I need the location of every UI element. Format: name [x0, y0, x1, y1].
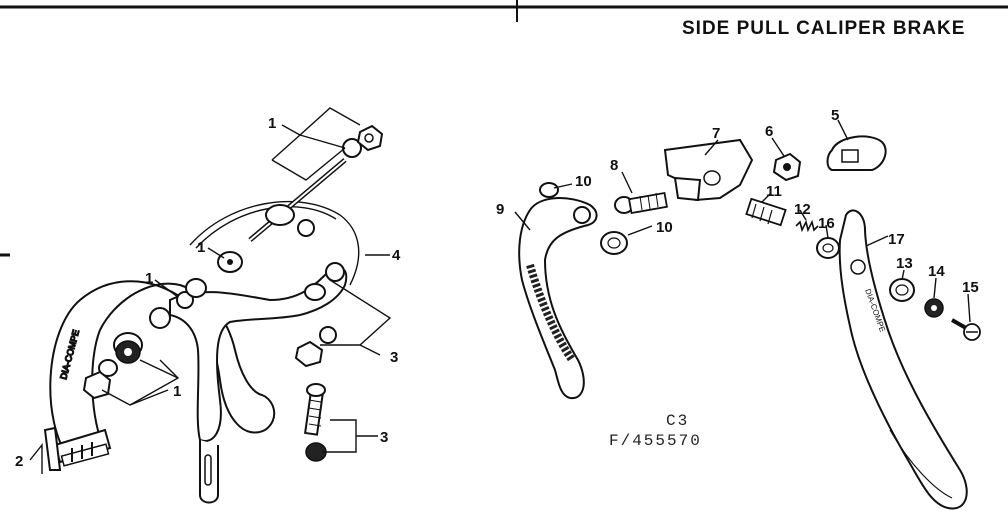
left-leader-lines: [29, 107, 392, 474]
bushing-10-top: [539, 182, 559, 198]
callout-17: 17: [888, 231, 905, 248]
callout-1: 1: [197, 239, 205, 256]
callout-3: 3: [390, 349, 398, 366]
callout-5: 5: [831, 107, 839, 124]
callout-2: 2: [15, 453, 23, 470]
callout-8: 8: [610, 157, 618, 174]
callout-15: 15: [962, 279, 979, 296]
screw-8: [614, 191, 668, 215]
arm-washer-2: [176, 291, 194, 309]
callout-6: 6: [765, 123, 773, 140]
callout-16: 16: [818, 215, 835, 232]
callout-1: 1: [268, 115, 276, 132]
clamp-nut: [294, 340, 324, 368]
brake-cable-arc: [189, 200, 360, 286]
caliper-assembly: DIA-COMPE: [43, 124, 384, 504]
fixing-bolt: [304, 390, 324, 436]
lever-pivot-hole: [573, 206, 591, 224]
callout-12: 12: [794, 201, 811, 218]
callout-7: 7: [712, 125, 720, 142]
brake-lever-9: [518, 197, 598, 400]
figure-number: F/455570: [609, 432, 702, 450]
callout-10: 10: [575, 173, 592, 190]
screw-15: [951, 318, 981, 341]
callout-10: 10: [656, 219, 673, 236]
diagram-code: C3: [666, 412, 690, 430]
right-leader-lines: [514, 119, 971, 323]
brake-shoe: [43, 426, 112, 471]
callout-9: 9: [496, 201, 504, 218]
callout-labels: 1 1 1 1 2 3 3 4 5 6 7 8 9 10 10 11 12 13…: [15, 107, 979, 470]
callout-1: 1: [173, 383, 181, 400]
arm-washer: [149, 307, 171, 329]
adjuster-11: [745, 197, 787, 227]
callout-3: 3: [380, 429, 388, 446]
bolt-washer: [265, 204, 295, 226]
clamp-washer: [319, 326, 337, 344]
callout-14: 14: [928, 263, 945, 280]
small-washer: [98, 359, 118, 377]
anchor-bolt-head: [304, 283, 326, 301]
callout-13: 13: [896, 255, 913, 272]
diagram-title: SIDE PULL CALIPER BRAKE: [682, 18, 966, 39]
callout-4: 4: [392, 247, 401, 264]
anchor-washer: [325, 262, 345, 282]
inner-caliper-arm: [169, 266, 348, 442]
lever-assembly: DIA-COMPE: [518, 135, 981, 510]
brake-lever-17: [838, 209, 968, 510]
callout-11: 11: [766, 183, 782, 200]
callout-1: 1: [145, 270, 153, 287]
bolt-spacer: [297, 219, 315, 237]
spring-12: [795, 219, 819, 233]
washer-spacer: [185, 278, 207, 298]
